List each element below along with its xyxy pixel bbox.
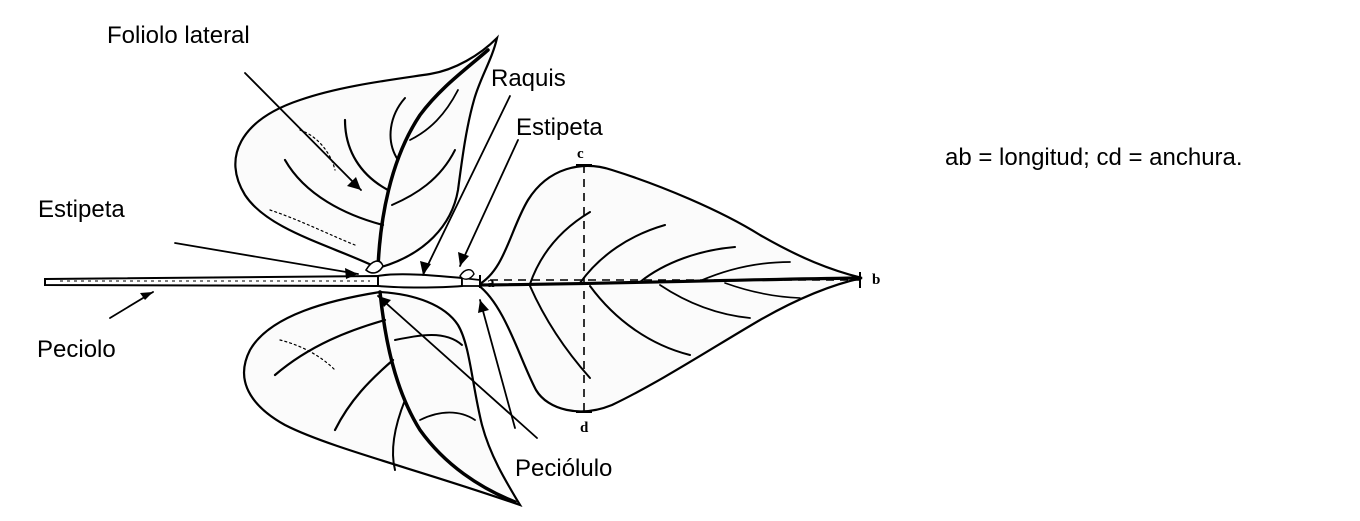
- point-d: d: [580, 420, 589, 436]
- upper-lateral-leaflet: [235, 38, 497, 268]
- label-raquis: Raquis: [491, 67, 566, 91]
- point-a: a: [487, 275, 495, 291]
- lower-lateral-leaflet: [244, 292, 520, 505]
- point-c: c: [577, 146, 584, 162]
- label-foliolo-lateral: Foliolo lateral: [107, 24, 250, 48]
- label-peciolulo: Peciólulo: [515, 457, 612, 481]
- terminal-leaflet: [478, 166, 862, 411]
- label-estipeta-right: Estipeta: [516, 116, 603, 140]
- petiole-and-rachis: [45, 261, 480, 287]
- legend-measurement-definition: ab = longitud; cd = anchura.: [945, 146, 1243, 170]
- point-b: b: [872, 272, 880, 288]
- label-peciolo: Peciolo: [37, 338, 116, 362]
- label-estipeta-left: Estipeta: [38, 198, 125, 222]
